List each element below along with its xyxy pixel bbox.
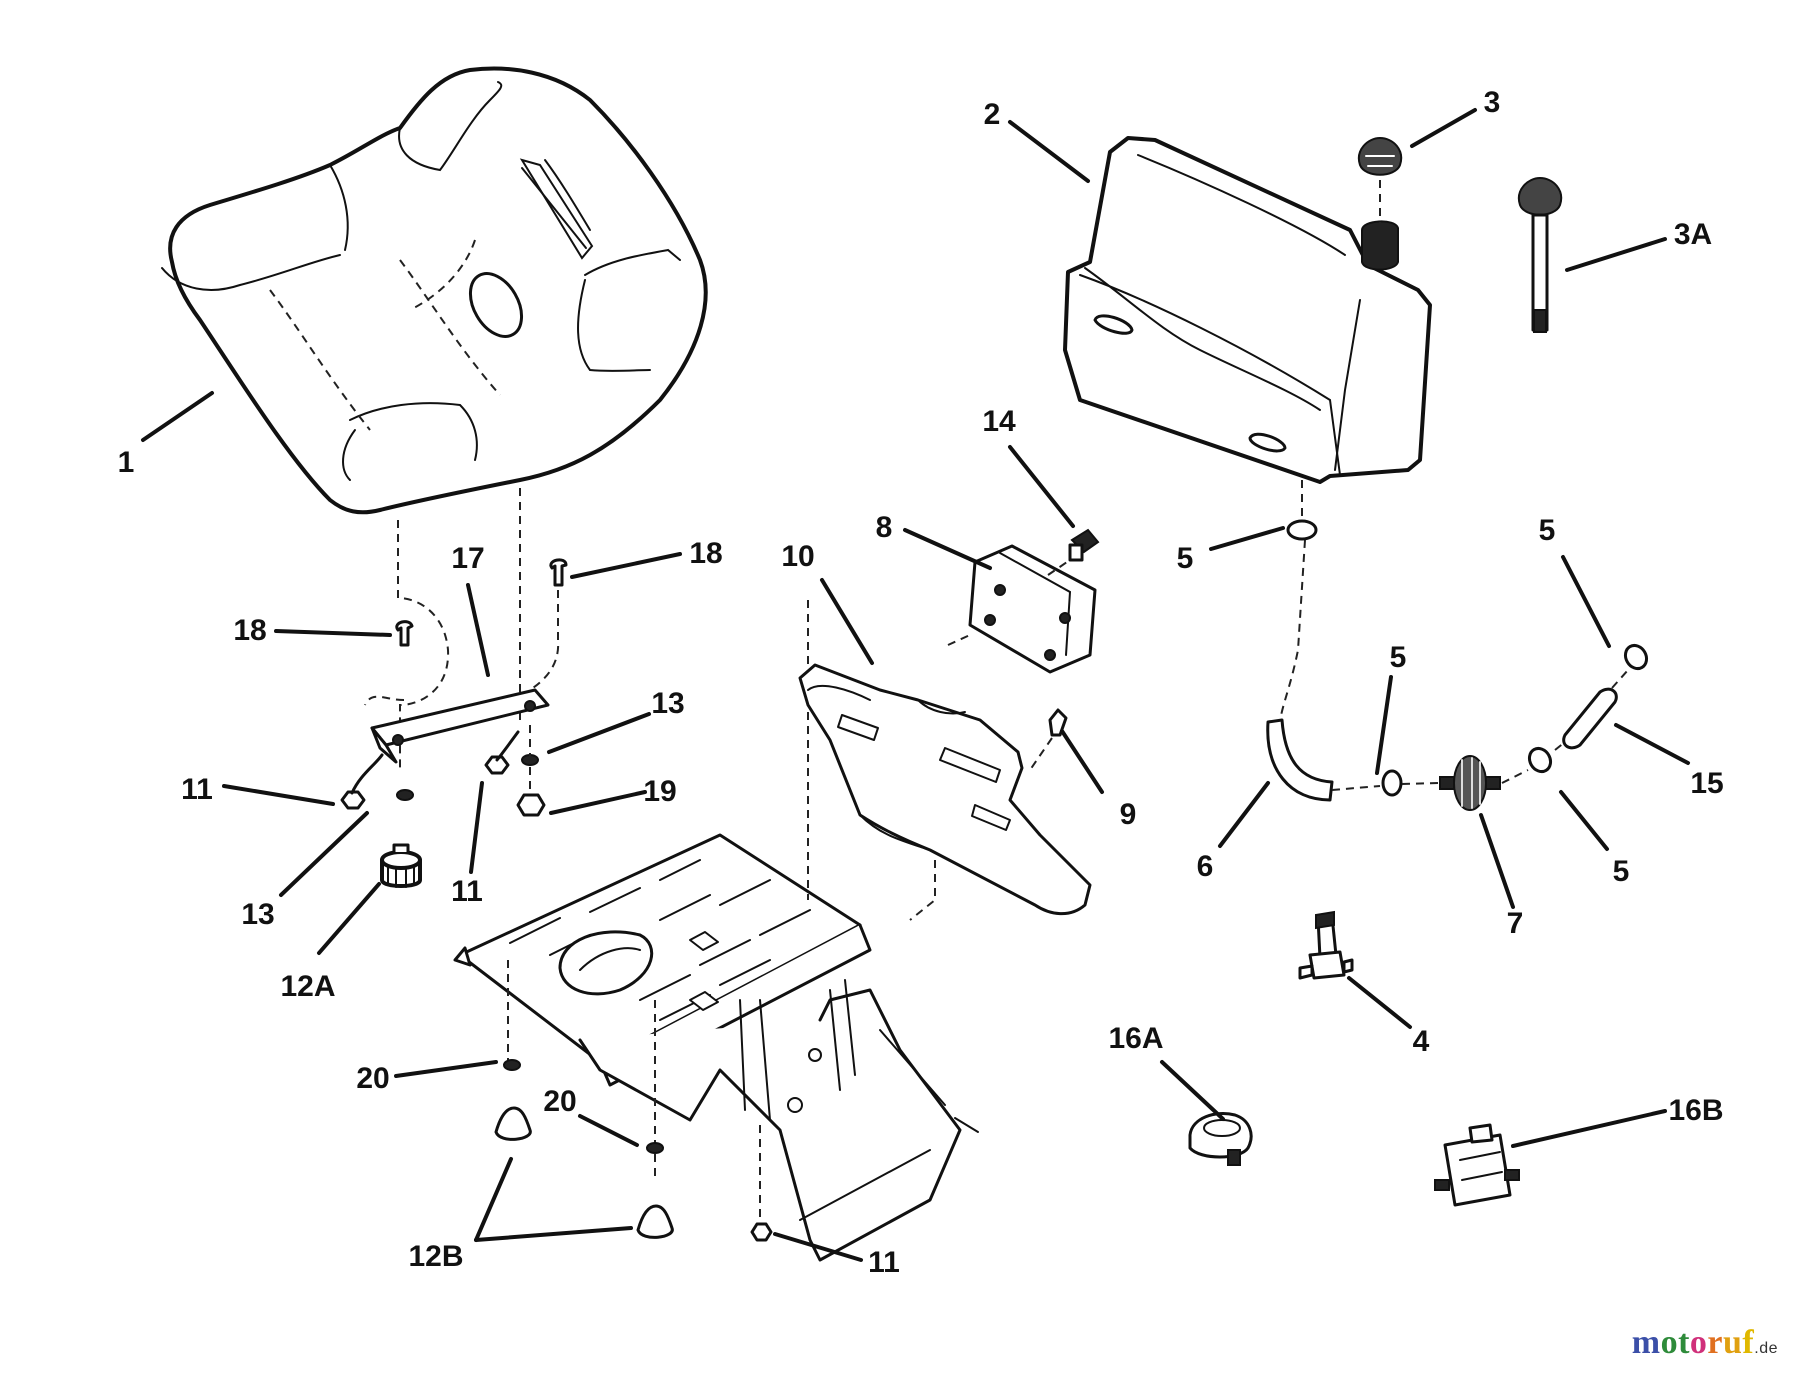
nut-part-19 (516, 793, 546, 817)
callout-5-lower: 5 (1612, 855, 1630, 888)
callout-4: 4 (1412, 1025, 1430, 1058)
rivet-part-18 (395, 558, 568, 647)
switch-part-16b (1434, 1123, 1520, 1207)
fuel-filter-part-7 (1439, 755, 1501, 811)
watermark-logo: motoruf.de (1632, 1324, 1778, 1362)
shutoff-valve-part-4 (1298, 910, 1354, 980)
callout-2: 2 (983, 98, 1001, 131)
knob-part-12b (494, 1106, 674, 1239)
bolt-part-11 (750, 1222, 773, 1242)
watermark-letter: o (1689, 1324, 1708, 1361)
callout-20-right: 20 (543, 1085, 577, 1118)
leader-lines (141, 108, 1690, 1262)
callout-17: 17 (451, 542, 485, 575)
fuel-hose-part-15 (1562, 687, 1618, 750)
watermark-letter: f (1742, 1324, 1755, 1361)
callout-13-left: 13 (241, 898, 275, 931)
fuel-cap-part-3 (1357, 136, 1403, 176)
watermark-tld: .de (1754, 1340, 1778, 1357)
callout-11-mid: 11 (451, 875, 483, 908)
watermark-letter: t (1678, 1324, 1690, 1361)
callout-16a: 16A (1108, 1022, 1164, 1055)
callout-3: 3 (1483, 86, 1501, 119)
callout-15: 15 (1690, 767, 1724, 800)
watermark-letters: motoruf (1632, 1324, 1755, 1361)
callout-6: 6 (1196, 850, 1214, 883)
switch-part-16a (1188, 1112, 1253, 1166)
washer-part-20 (646, 1142, 664, 1154)
washer-part-20 (503, 1059, 521, 1071)
callout-7: 7 (1506, 907, 1524, 940)
callout-18-right: 18 (689, 537, 723, 570)
callout-11-bottom: 11 (868, 1246, 900, 1279)
seat-bracket-part-17 (370, 688, 550, 764)
callout-3a: 3A (1673, 218, 1713, 251)
watermark-letter: o (1660, 1324, 1679, 1361)
callout-12a: 12A (280, 970, 336, 1003)
fuel-hose-part-6 (1266, 718, 1334, 802)
callout-5-tank: 5 (1176, 542, 1194, 575)
screw-part-9 (1048, 708, 1068, 737)
bolt-part-14 (1068, 528, 1100, 562)
seat-frame (453, 833, 979, 1262)
watermark-letter: u (1723, 1324, 1743, 1361)
fuel-tank-part-2 (1063, 136, 1432, 484)
bolt-part-11 (340, 755, 510, 810)
knob-part-12a (380, 843, 422, 888)
callout-10: 10 (781, 540, 815, 573)
callout-9: 9 (1119, 798, 1137, 831)
callout-1: 1 (117, 446, 135, 479)
watermark-letter: m (1631, 1324, 1661, 1361)
washer-part-13 (396, 789, 414, 801)
bracket-part-8 (968, 544, 1097, 674)
callout-16b: 16B (1668, 1094, 1724, 1127)
callout-18-left: 18 (233, 614, 267, 647)
callout-14: 14 (982, 405, 1016, 438)
clamp-part-5 (1286, 519, 1649, 797)
callout-13-right: 13 (651, 687, 685, 720)
callout-5-mid: 5 (1389, 641, 1407, 674)
callout-12b: 12B (408, 1240, 464, 1273)
watermark-letter: r (1707, 1324, 1723, 1361)
callout-11-left: 11 (181, 773, 213, 806)
callout-5-upper: 5 (1538, 514, 1556, 547)
shield-part-10 (798, 663, 1092, 916)
seat-part-1 (161, 66, 708, 515)
callout-20-left: 20 (356, 1062, 390, 1095)
fuel-cap-gauge-part-3a (1517, 176, 1563, 333)
callout-19: 19 (643, 775, 677, 808)
callout-8: 8 (875, 511, 893, 544)
